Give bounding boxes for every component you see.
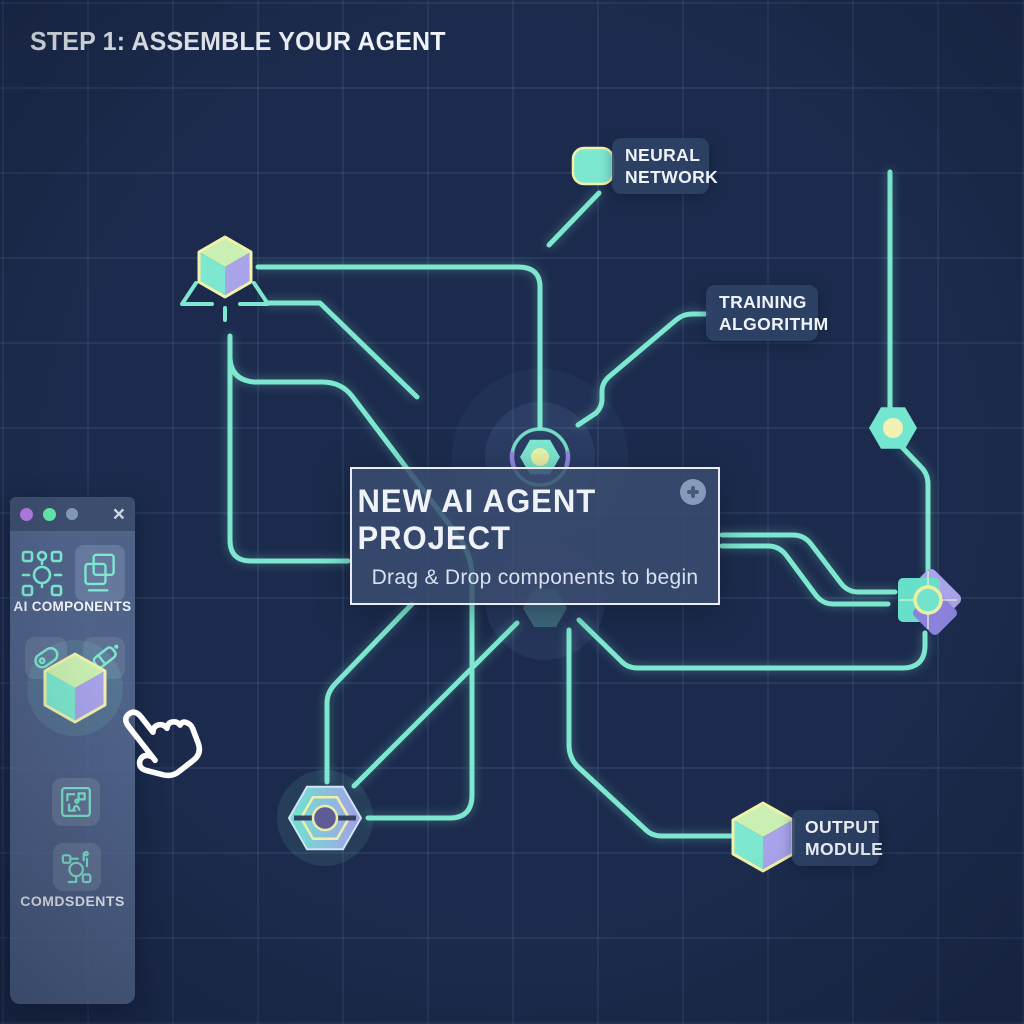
section-label-ai-components: AI COMPONENTS (13, 599, 132, 614)
gear-module-node[interactable] (898, 566, 964, 637)
connection-wires (227, 169, 931, 839)
wire-panel-to-hex (324, 601, 415, 785)
window-titlebar: × (10, 497, 135, 531)
label-line: TRAINING (719, 291, 807, 312)
output-module-label[interactable]: OUTPUT MODULE (792, 810, 884, 866)
add-button[interactable] (680, 479, 706, 505)
new-project-panel: NEW AI AGENT PROJECT Drag & Drop compone… (350, 467, 720, 605)
project-subtitle: Drag & Drop components to begin (371, 565, 699, 589)
wire-panel-to-output (566, 627, 734, 839)
label-line: ALGORITHM (719, 314, 829, 334)
chip-component-button[interactable] (52, 778, 100, 826)
output-cube-node[interactable] (731, 801, 795, 873)
drag-overlay (27, 640, 203, 779)
wire-neural-branch (546, 190, 602, 248)
chip-icon (61, 787, 91, 817)
flow-component-button[interactable] (53, 843, 101, 891)
label-line: MODULE (805, 839, 884, 859)
ring-arc-right (509, 426, 571, 488)
window-dot-green (43, 507, 56, 521)
neural-network-chip[interactable] (571, 146, 615, 186)
wire-cube-branch (263, 300, 420, 400)
node-graph-icon[interactable] (20, 548, 64, 598)
page-title: STEP 1: ASSEMBLE YOUR AGENT (30, 26, 446, 56)
wire-cube-to-core (255, 264, 543, 431)
section-label-components: COMDSDENTS (20, 893, 125, 909)
input-cube-node[interactable] (180, 235, 270, 322)
wire-core-to-gear (576, 617, 928, 671)
tag-icon (34, 646, 59, 669)
component-palette-window: × (10, 497, 135, 1004)
label-line: NEURAL (625, 144, 701, 165)
neural-network-label[interactable]: NEURAL NETWORK (612, 138, 719, 194)
training-algorithm-label[interactable]: TRAINING ALGORITHM (706, 285, 829, 341)
palette-icon-row (10, 545, 135, 601)
dragged-cube-component[interactable] (43, 652, 107, 724)
close-icon[interactable]: × (112, 502, 125, 526)
copy-icon-button[interactable] (74, 545, 125, 601)
plus-icon (687, 486, 699, 498)
hand-pointer-cursor (122, 709, 203, 779)
wire-core-to-hex (351, 620, 520, 789)
signal-hexagon-node[interactable] (869, 407, 917, 449)
wire-panel-to-gear-1 (719, 532, 898, 595)
flow-icon (61, 850, 92, 884)
copy-icon (83, 553, 115, 592)
wire-hex-to-gear (896, 441, 931, 575)
window-dot-grey (66, 508, 78, 520)
label-line: NETWORK (625, 167, 719, 187)
window-dot-purple (20, 507, 33, 521)
wire-cube-to-panel (227, 333, 351, 564)
processor-hexagon-node[interactable] (287, 785, 363, 851)
project-title: NEW AI AGENT PROJECT (357, 482, 597, 556)
label-line: OUTPUT (805, 816, 880, 837)
wire-training-to-core (575, 311, 709, 428)
cube-stand (180, 281, 270, 322)
wire-panel-to-gear-2 (719, 543, 891, 607)
